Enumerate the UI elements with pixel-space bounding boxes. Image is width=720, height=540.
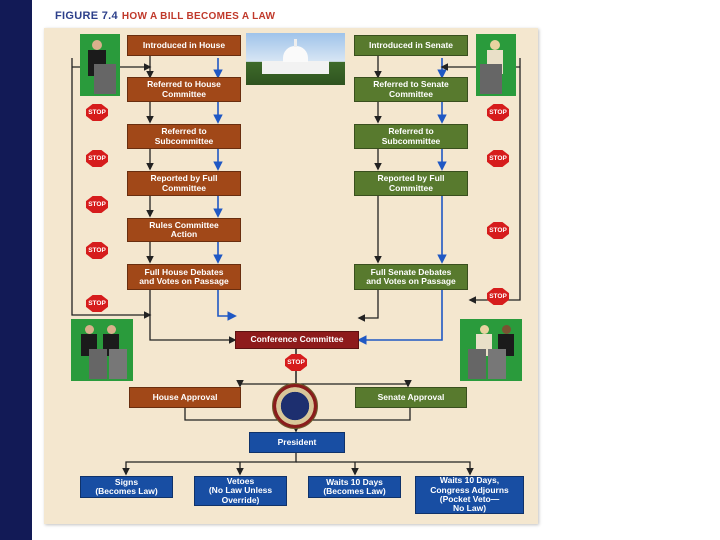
stop-sign-icon: STOP bbox=[86, 150, 108, 167]
stop-sign-icon: STOP bbox=[285, 354, 307, 371]
left-sidebar-bar bbox=[0, 0, 32, 540]
conference-committee: Conference Committee bbox=[235, 331, 359, 349]
senate-step-subcommittee: Referred to Subcommittee bbox=[354, 124, 468, 149]
stop-sign-icon: STOP bbox=[487, 150, 509, 167]
speaker-at-podium bbox=[460, 319, 522, 381]
outcome-signs: Signs (Becomes Law) bbox=[80, 476, 173, 498]
senate-step-full-committee: Reported by Full Committee bbox=[354, 171, 468, 196]
stop-sign-icon: STOP bbox=[487, 104, 509, 121]
speaker-at-podium bbox=[71, 319, 133, 381]
senate-step-introduced: Introduced in Senate bbox=[354, 35, 468, 56]
senate-approval: Senate Approval bbox=[355, 387, 467, 408]
house-step-full-committee: Reported by Full Committee bbox=[127, 171, 241, 196]
stop-sign-icon: STOP bbox=[487, 288, 509, 305]
house-step-introduced: Introduced in House bbox=[127, 35, 241, 56]
house-step-subcommittee: Referred to Subcommittee bbox=[127, 124, 241, 149]
stop-sign-icon: STOP bbox=[86, 196, 108, 213]
senate-step-committee: Referred to Senate Committee bbox=[354, 77, 468, 102]
figure-subtitle: HOW A BILL BECOMES A LAW bbox=[121, 11, 276, 22]
figure-label: FIGURE 7.4 bbox=[55, 10, 118, 22]
house-step-debates: Full House Debates and Votes on Passage bbox=[127, 264, 241, 290]
capitol-image bbox=[246, 33, 345, 85]
outcome-waits-becomes-law: Waits 10 Days (Becomes Law) bbox=[308, 476, 401, 498]
house-approval: House Approval bbox=[129, 387, 241, 408]
house-step-committee: Referred to House Committee bbox=[127, 77, 241, 102]
stop-sign-icon: STOP bbox=[86, 104, 108, 121]
speaker-at-podium bbox=[476, 34, 516, 96]
outcome-vetoes: Vetoes (No Law Unless Override) bbox=[194, 476, 287, 506]
stop-sign-icon: STOP bbox=[86, 295, 108, 312]
stop-sign-icon: STOP bbox=[86, 242, 108, 259]
senate-step-debates: Full Senate Debates and Votes on Passage bbox=[354, 264, 468, 290]
stop-sign-icon: STOP bbox=[487, 222, 509, 239]
president-box: President bbox=[249, 432, 345, 453]
outcome-pocket-veto: Waits 10 Days, Congress Adjourns (Pocket… bbox=[415, 476, 524, 514]
presidential-seal bbox=[272, 383, 318, 429]
speaker-at-podium bbox=[80, 34, 120, 96]
house-step-rules: Rules Committee Action bbox=[127, 218, 241, 242]
